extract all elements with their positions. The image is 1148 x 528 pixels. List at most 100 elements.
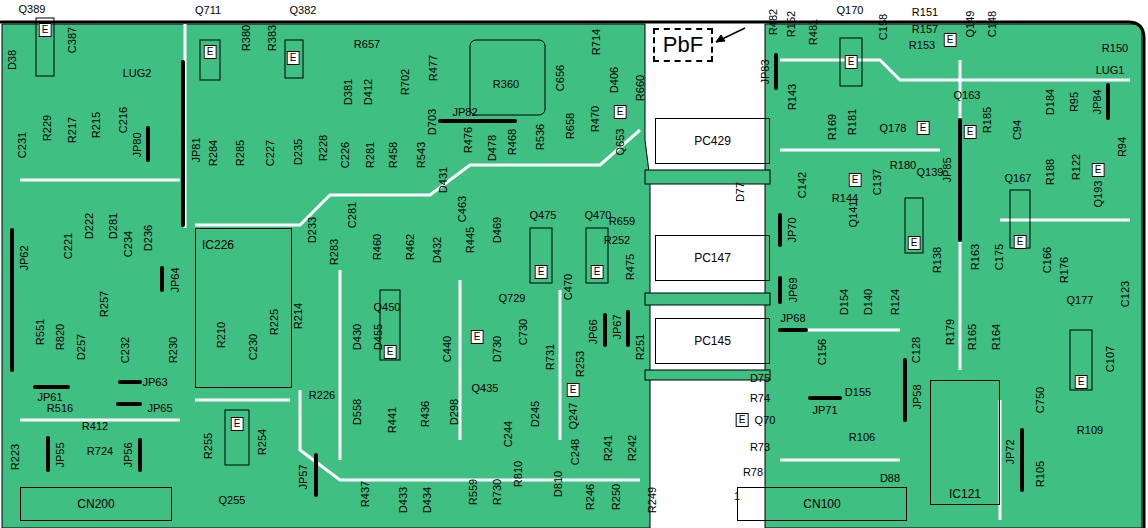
part-name: IC121	[949, 488, 981, 500]
part-label: C440	[442, 336, 453, 362]
part-label: R468	[507, 129, 518, 155]
part-label: Q247	[568, 403, 579, 430]
part-label: D75	[750, 373, 770, 384]
part-label: Q382	[290, 5, 317, 16]
part-label: Q470	[585, 210, 612, 221]
part-label: R225	[269, 309, 280, 335]
component-outline: CN100	[737, 487, 907, 521]
part-label: R281	[365, 142, 376, 168]
component-outline: PC145	[655, 318, 770, 364]
emitter-mark: E	[535, 265, 548, 279]
part-label: C216	[118, 107, 129, 133]
part-label: JP82	[452, 107, 477, 118]
emitter-mark: E	[471, 330, 484, 344]
part-label: C230	[248, 334, 259, 360]
part-label: R94	[1117, 137, 1128, 157]
part-label: R242	[627, 435, 638, 461]
part-name: CN100	[803, 498, 840, 510]
part-label: R181	[847, 109, 858, 135]
part-label: Q139	[917, 167, 944, 178]
emitter-mark: E	[845, 55, 858, 69]
part-label: C107	[1105, 346, 1116, 372]
part-label: C158	[878, 14, 889, 40]
part-label: R74	[750, 393, 770, 404]
part-label: R223	[10, 444, 21, 470]
part-label: JP81	[191, 137, 202, 162]
emitter-mark: E	[287, 51, 300, 65]
emitter-mark: E	[384, 345, 397, 359]
part-label: JP72	[1005, 439, 1016, 464]
part-label: R470	[590, 106, 601, 132]
part-label: JP66	[588, 319, 599, 344]
part-label: D233	[307, 217, 318, 243]
part-label: C248	[570, 439, 581, 465]
part-label: R458	[388, 142, 399, 168]
part-name: CN200	[77, 498, 114, 510]
part-label: C123	[1120, 281, 1131, 307]
part-label: R257	[99, 291, 110, 317]
part-label: R106	[849, 432, 875, 443]
part-label: R559	[468, 479, 479, 505]
part-label: R214	[293, 303, 304, 329]
part-label: C231	[17, 132, 28, 158]
emitter-mark: E	[614, 105, 627, 119]
part-label: R724	[87, 446, 113, 457]
part-label: D703	[427, 109, 438, 135]
part-label: R516	[47, 403, 73, 414]
part-label: C470	[563, 274, 574, 300]
part-label: D155	[845, 387, 871, 398]
part-label: D281	[108, 213, 119, 239]
part-label: LUG1	[1096, 65, 1125, 76]
part-label: R284	[208, 140, 219, 166]
isolation-gaps	[20, 24, 1130, 520]
component-outline: IC226	[195, 228, 292, 388]
part-label: R163	[970, 244, 981, 270]
part-label: C142	[797, 172, 808, 198]
part-label: R380	[241, 25, 252, 51]
emitter-mark: E	[567, 383, 580, 397]
part-name: PC429	[694, 135, 731, 147]
part-label: C227	[265, 140, 276, 166]
component-outline: IC121	[930, 380, 1000, 505]
part-label: D432	[432, 237, 443, 263]
part-label: R820	[55, 324, 66, 350]
part-label: JP70	[787, 217, 798, 242]
part-label: D381	[343, 79, 354, 105]
part-label: R153	[909, 40, 935, 51]
emitter-mark: E	[204, 45, 217, 59]
part-label: R251	[635, 334, 646, 360]
part-label: R436	[420, 401, 431, 427]
part-label: D236	[143, 225, 154, 251]
emitter-mark: E	[908, 236, 921, 250]
part-label: R230	[168, 337, 179, 363]
part-label: JP80	[132, 132, 143, 157]
part-label: R78	[743, 467, 763, 478]
part-label: D412	[363, 79, 374, 105]
part-label: D245	[530, 401, 541, 427]
part-label: Q170	[837, 5, 864, 16]
part-label: JP85	[942, 157, 953, 182]
part-label: C148	[987, 11, 998, 37]
part-label: R164	[991, 324, 1002, 350]
part-label: R105	[1035, 461, 1046, 487]
part-label: R445	[465, 227, 476, 253]
part-label: Q149	[965, 11, 976, 38]
part-label: LUG2	[123, 68, 152, 79]
part-label: R188	[1045, 159, 1056, 185]
part-label: C226	[340, 142, 351, 168]
part-label: D558	[352, 399, 363, 425]
part-label: Q178	[880, 123, 907, 134]
part-label: Q475	[530, 210, 557, 221]
part-label: Q653	[615, 129, 626, 156]
part-label: C128	[911, 337, 922, 363]
part-label: C463	[457, 196, 468, 222]
part-label: D433	[398, 487, 409, 513]
part-label: JP63	[142, 377, 167, 388]
part-label: R437	[360, 481, 371, 507]
part-label: JP56	[123, 442, 134, 467]
part-label: JP58	[912, 384, 923, 409]
part-label: JP65	[147, 403, 172, 414]
part-label: JP55	[55, 442, 66, 467]
part-label: R176	[1059, 257, 1070, 283]
part-label: C175	[994, 244, 1005, 270]
